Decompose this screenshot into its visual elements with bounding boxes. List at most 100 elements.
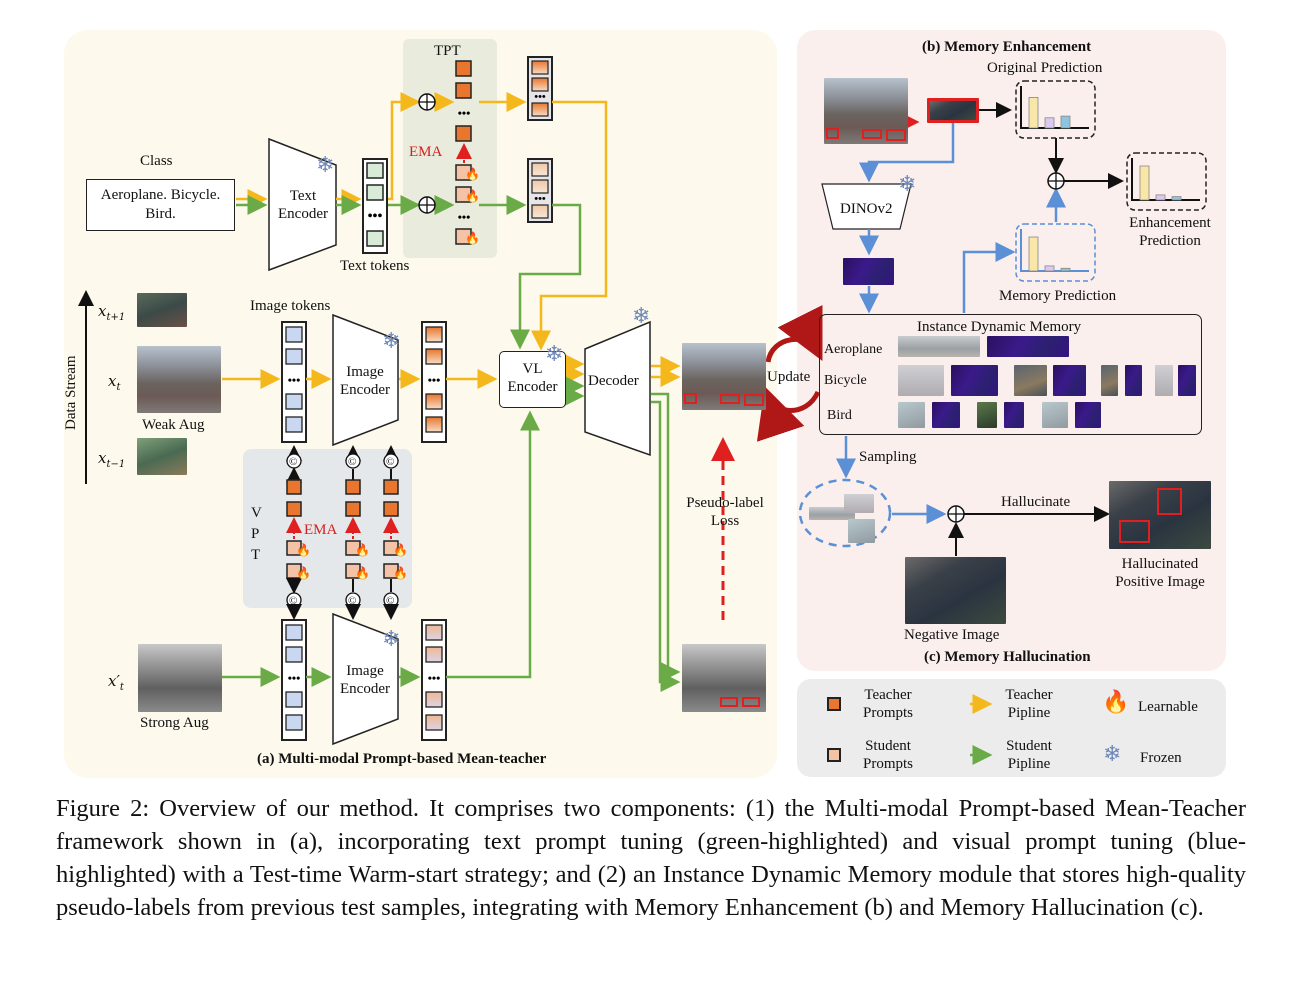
flame-icon: 🔥 bbox=[393, 543, 408, 557]
enhancement-line2: Prediction bbox=[1139, 233, 1201, 249]
memory-bicycle-heatmap bbox=[1178, 365, 1196, 396]
image-encoder-student-label: Image Encoder bbox=[332, 662, 398, 698]
flame-icon: 🔥 bbox=[296, 566, 311, 580]
text-encoder-label: Text Encoder bbox=[270, 187, 336, 223]
original-prediction-bar bbox=[1060, 115, 1071, 129]
text-encoder-line2: Encoder bbox=[278, 206, 328, 222]
ema-label-text: EMA bbox=[409, 144, 443, 160]
legend-learnable: Learnable bbox=[1138, 699, 1198, 715]
x-current-label: xt bbox=[108, 372, 121, 393]
legend-student-prompts-line2: Prompts bbox=[862, 756, 913, 772]
cropped-instance-image bbox=[927, 98, 979, 123]
image-encoder-teacher-shape bbox=[332, 313, 399, 447]
panel-a-title: (a) Multi-modal Prompt-based Mean-teache… bbox=[257, 751, 547, 767]
legend-student-pipeline: Student Pipline bbox=[993, 737, 1065, 773]
class-label: Class bbox=[140, 153, 173, 169]
weak-aug-image bbox=[137, 346, 221, 413]
instance-dynamic-memory-box bbox=[819, 314, 1202, 435]
hallucinate-label: Hallucinate bbox=[1001, 494, 1071, 510]
enhanced-prediction-bar bbox=[1171, 196, 1182, 201]
x-prev-label: xt−1 bbox=[98, 449, 126, 470]
strong-aug-image bbox=[138, 644, 222, 712]
legend-teacher-pipeline-line2: Pipline bbox=[1007, 705, 1051, 721]
dinov2-label: DINOv2 bbox=[840, 201, 893, 217]
memory-prediction-bar bbox=[1028, 236, 1039, 272]
memory-prediction-bar bbox=[1060, 267, 1071, 272]
sampled-aeroplane bbox=[809, 507, 855, 520]
x-strong-label: x′t bbox=[108, 672, 124, 693]
decoder-shape bbox=[584, 320, 651, 457]
panel-b-title: (b) Memory Enhancement bbox=[922, 39, 1092, 55]
enhanced-prediction-bar bbox=[1139, 165, 1150, 201]
snowflake-icon: ❄ bbox=[898, 171, 917, 196]
flame-icon: 🔥 bbox=[1102, 689, 1130, 714]
original-prediction-label: Original Prediction bbox=[987, 60, 1103, 76]
text-encoder-shape bbox=[268, 137, 337, 272]
image-encoder-teacher-line1: Image bbox=[346, 364, 384, 380]
flame-icon: 🔥 bbox=[296, 543, 311, 557]
hallucinated-positive-label: Hallucinated Positive Image bbox=[1100, 555, 1220, 591]
image-encoder-teacher-label: Image Encoder bbox=[332, 363, 398, 399]
legend-student-pipeline-line1: Student bbox=[1006, 738, 1052, 754]
strong-aug-label: Strong Aug bbox=[140, 715, 209, 731]
teacher-prediction-image bbox=[682, 343, 766, 410]
frame-next-image bbox=[137, 293, 187, 327]
original-prediction-box bbox=[1015, 80, 1096, 139]
vpt-column-2 bbox=[345, 445, 361, 620]
snowflake-icon: ❄ bbox=[382, 626, 401, 651]
memory-input-image bbox=[824, 78, 908, 144]
sampled-bird bbox=[848, 519, 875, 543]
image-encoder-student-line1: Image bbox=[346, 663, 384, 679]
image-encoder-teacher-line2: Encoder bbox=[340, 382, 390, 398]
vpt-column-1 bbox=[286, 445, 302, 620]
vl-encoder-label: VL Encoder bbox=[499, 360, 566, 396]
flame-icon: 🔥 bbox=[465, 231, 480, 245]
tpt-label: TPT bbox=[434, 43, 461, 59]
vpt-label: V P T bbox=[251, 503, 262, 566]
concat-icon: © bbox=[289, 595, 298, 607]
svg-text:•••: ••• bbox=[288, 671, 301, 685]
image-encoder-student-line2: Encoder bbox=[340, 681, 390, 697]
vpt-ema-label: EMA bbox=[304, 522, 338, 538]
legend-student-prompts-line1: Student bbox=[865, 738, 911, 754]
dinov2-shape bbox=[821, 183, 912, 230]
svg-text:•••: ••• bbox=[288, 373, 301, 387]
concat-icon: © bbox=[348, 595, 357, 607]
svg-text:•••: ••• bbox=[534, 193, 546, 205]
memory-bicycle-image bbox=[1101, 365, 1118, 396]
negative-image bbox=[905, 557, 1006, 624]
svg-text:•••: ••• bbox=[458, 210, 471, 224]
memory-bicycle-heatmap bbox=[1053, 365, 1086, 396]
update-label: Update bbox=[767, 369, 811, 385]
legend-teacher-pipeline: Teacher Pipline bbox=[993, 686, 1065, 722]
pseudo-label-line2: Loss bbox=[710, 513, 740, 529]
memory-bicycle-heatmap bbox=[951, 365, 998, 396]
svg-text:•••: ••• bbox=[428, 373, 441, 387]
svg-text:•••: ••• bbox=[534, 91, 546, 103]
x-next-label: xt+1 bbox=[98, 302, 126, 323]
sampling-label: Sampling bbox=[859, 449, 917, 465]
legend-teacher-pipeline-line1: Teacher bbox=[1005, 687, 1053, 703]
concat-icon: © bbox=[386, 456, 395, 468]
positive-line1: Hallucinated bbox=[1121, 556, 1199, 572]
image-encoder-student-shape bbox=[332, 612, 399, 746]
flame-icon: 🔥 bbox=[465, 167, 480, 181]
enhancement-line1: Enhancement bbox=[1129, 215, 1211, 231]
memory-bird-image bbox=[898, 402, 925, 428]
flame-icon: 🔥 bbox=[355, 543, 370, 557]
hallucinated-positive-image bbox=[1109, 481, 1211, 549]
concat-icon: © bbox=[348, 456, 357, 468]
legend-teacher-prompts-line1: Teacher bbox=[864, 687, 912, 703]
legend-teacher-prompts: Teacher Prompts bbox=[852, 686, 924, 722]
memory-class-bird: Bird bbox=[827, 408, 852, 423]
memory-class-bicycle: Bicycle bbox=[824, 373, 867, 388]
image-tokens-label: Image tokens bbox=[250, 298, 331, 314]
student-prediction-image bbox=[682, 644, 766, 712]
text-encoder-line1: Text bbox=[289, 188, 317, 204]
snowflake-icon: ❄ bbox=[316, 152, 335, 177]
text-tokens-label: Text tokens bbox=[340, 258, 410, 274]
legend-student-pipeline-line2: Pipline bbox=[1007, 756, 1051, 772]
enhancement-prediction-box bbox=[1126, 152, 1207, 211]
legend-teacher-prompt-swatch bbox=[827, 697, 841, 711]
